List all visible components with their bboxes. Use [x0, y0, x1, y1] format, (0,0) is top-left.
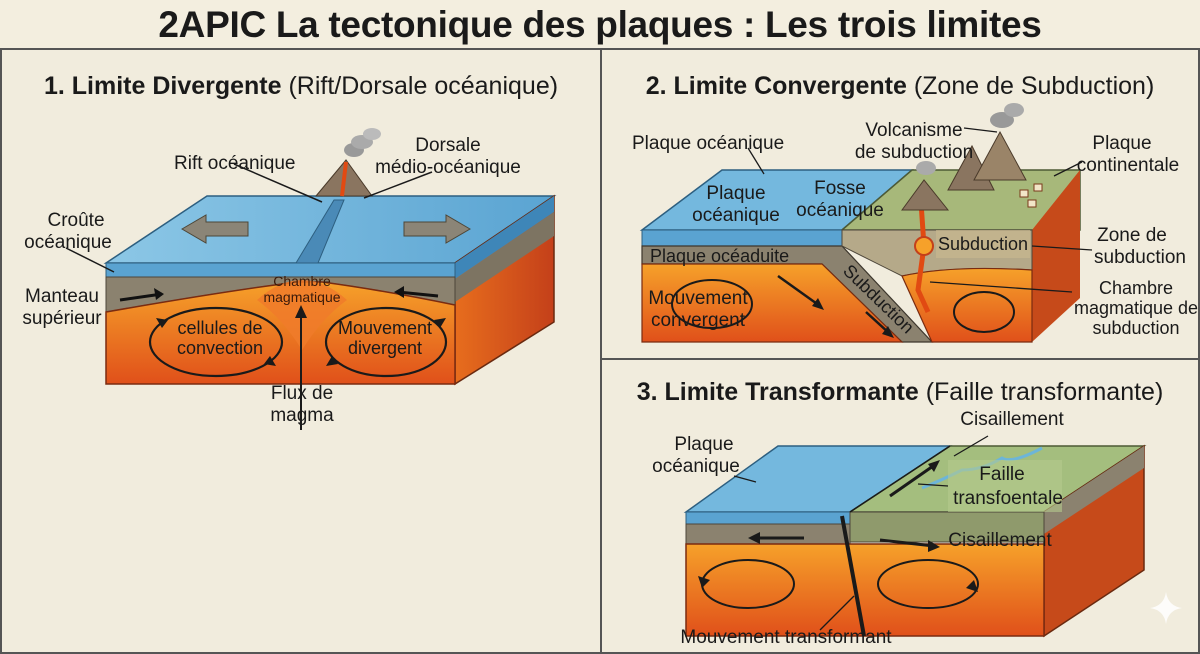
arrow-left-surface: [181, 214, 249, 244]
mantle-front: [685, 543, 1045, 637]
label-plaque-continentale-2: continentale: [1077, 155, 1179, 176]
label-zone-2: subduction: [1094, 247, 1186, 268]
label-chambre-2: magmatique: [263, 289, 340, 305]
label-cellules-2: convection: [177, 338, 263, 358]
label-plaque-continentale-1: Plaque: [1092, 133, 1151, 154]
panel-divergent-heading-bold: 1. Limite Divergente: [43, 72, 282, 100]
panel-convergent-heading: 2. Limite Convergente (Zone de Subductio…: [602, 72, 1198, 101]
panel-divergent-heading-rest: (Rift/Dorsale océanique): [281, 72, 559, 100]
mantle: [641, 263, 904, 343]
label-plaque-2: océanique: [652, 456, 740, 477]
divergent-diagram: Rift océanique Dorsale médio-océanique C…: [22, 128, 557, 430]
convergent-diagram: Plaque océanique Volcanisme de subductio…: [632, 103, 1198, 343]
label-chambre-1: Chambre: [273, 273, 331, 289]
label-dorsale-2: médio-océanique: [375, 157, 521, 178]
label-volcanisme-2: de subduction: [855, 142, 973, 163]
label-mouvement-1: Mouvement: [338, 318, 432, 338]
label-cellules-1: cellules de: [177, 318, 262, 338]
label-fosse-2: océanique: [796, 200, 884, 221]
label-rift: Rift océanique: [174, 153, 295, 174]
label-manteau-2: supérieur: [22, 308, 102, 329]
label-zone-1: Zone de: [1097, 225, 1167, 246]
label-manteau-1: Manteau: [25, 286, 99, 307]
sparkle-icon: [1150, 592, 1182, 624]
transform-diagram: Cisaillement Plaque océanique Faille tra…: [652, 409, 1147, 648]
convection-cell-right: [324, 306, 448, 378]
arrow-right-surface: [403, 214, 471, 244]
label-mouvement-2: convergent: [651, 310, 746, 331]
label-dorsale-1: Dorsale: [415, 135, 480, 156]
fault-line: [840, 515, 866, 637]
label-plaque-oceanique-2: océanique: [692, 205, 780, 226]
convection-cell-left: [148, 306, 284, 378]
label-mouvement-2: divergent: [348, 338, 422, 358]
panel-transform-heading-rest: (Faille transformante): [918, 378, 1164, 406]
panel-divergent-heading: 1. Limite Divergente (Rift/Dorsale océan…: [2, 72, 600, 101]
panel-transform: 3. Limite Transformante (Faille transfor…: [600, 358, 1200, 654]
label-plaque-oceanique-top: Plaque océanique: [632, 133, 784, 154]
panel-convergent-heading-bold: 2. Limite Convergente: [645, 72, 907, 100]
label-volcanisme-1: Volcanisme: [865, 120, 962, 141]
label-subduction-box: Subduction: [938, 234, 1028, 254]
subduction-box: [936, 230, 1030, 258]
label-plaque-oceaduite: Plaque océaduite: [650, 246, 789, 266]
label-chambre-1: Chambre: [1099, 278, 1173, 298]
panel-convergent: 2. Limite Convergente (Zone de Subductio…: [600, 48, 1200, 360]
panel-transform-heading-bold: 3. Limite Transformante: [636, 378, 919, 406]
label-cisaillement-side: Cisaillement: [948, 530, 1052, 551]
label-croute-2: océanique: [24, 232, 112, 253]
page-title: 2APIC La tectonique des plaques : Les tr…: [158, 4, 1042, 45]
label-cisaillement-top: Cisaillement: [960, 409, 1064, 430]
panel-convergent-heading-rest: (Zone de Subduction): [906, 72, 1155, 100]
magma-conduit: [915, 187, 931, 314]
label-plaque-oceanique-1: Plaque: [706, 183, 765, 204]
label-fosse-1: Fosse: [814, 178, 866, 199]
label-chambre-3: subduction: [1092, 318, 1179, 338]
label-flux-1: Flux de: [271, 383, 333, 404]
label-faille-1: Faille: [979, 464, 1024, 485]
label-faille-2: transfoentale: [953, 488, 1063, 509]
label-croute-1: Croûte: [47, 210, 104, 231]
panel-divergent: 1. Limite Divergente (Rift/Dorsale océan…: [0, 48, 602, 654]
label-chambre-2: magmatique de: [1074, 298, 1198, 318]
label-plaque-1: Plaque: [674, 434, 733, 455]
panel-transform-heading: 3. Limite Transformante (Faille transfor…: [602, 378, 1198, 407]
label-flux-2: magma: [270, 405, 334, 426]
faille-label-box: [948, 460, 1062, 512]
label-mouvement-1: Mouvement: [648, 288, 748, 309]
label-mouvement-transformant: Mouvement transformant: [680, 627, 892, 648]
